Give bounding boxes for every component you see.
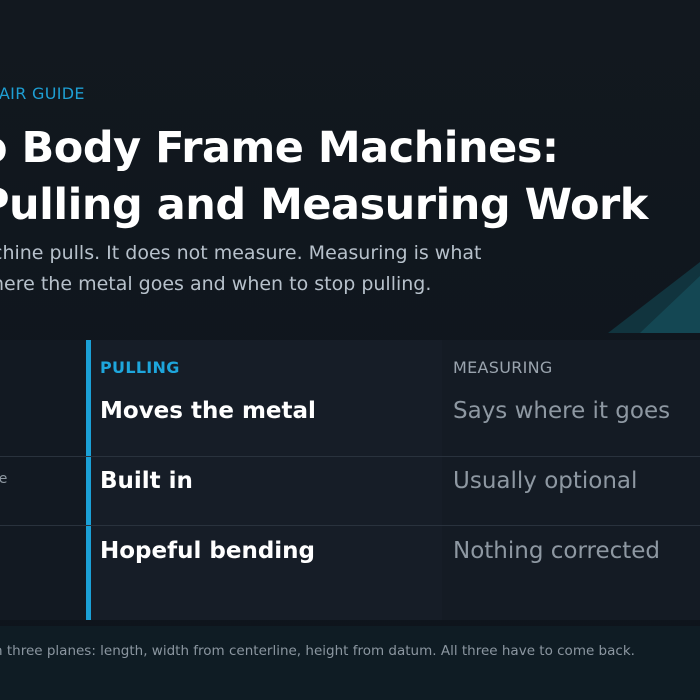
measuring-cell: Usually optional bbox=[453, 468, 638, 494]
eyebrow-label: PAIR GUIDE bbox=[0, 84, 85, 103]
intro-line-2: here the metal goes and when to stop pul… bbox=[0, 273, 432, 295]
measuring-cell: Nothing corrected bbox=[453, 538, 661, 564]
footer-note: n three planes: length, width from cente… bbox=[0, 643, 635, 659]
title-line-1: o Body Frame Machines: bbox=[0, 123, 559, 173]
pulling-cell: Built in bbox=[100, 468, 193, 494]
measuring-column bbox=[442, 340, 700, 620]
intro-paragraph: chine pulls. It does not measure. Measur… bbox=[0, 238, 481, 300]
comparison-table: PULLING MEASURING Moves the metal Says w… bbox=[0, 340, 700, 620]
pulling-header: PULLING bbox=[100, 358, 180, 377]
pulling-column bbox=[86, 340, 442, 620]
row-divider bbox=[0, 456, 700, 457]
measuring-cell: Says where it goes bbox=[453, 398, 671, 424]
label-column bbox=[0, 340, 86, 620]
page-title: o Body Frame Machines: Pulling and Measu… bbox=[0, 120, 648, 234]
measuring-header: MEASURING bbox=[453, 358, 553, 377]
pulling-cell: Moves the metal bbox=[100, 398, 316, 424]
row-divider bbox=[0, 525, 700, 526]
footer-bar bbox=[0, 626, 700, 700]
pulling-cell: Hopeful bending bbox=[100, 538, 316, 564]
intro-line-1: chine pulls. It does not measure. Measur… bbox=[0, 242, 482, 264]
row-label: ine bbox=[0, 471, 8, 487]
title-line-2: Pulling and Measuring Work bbox=[0, 180, 648, 230]
